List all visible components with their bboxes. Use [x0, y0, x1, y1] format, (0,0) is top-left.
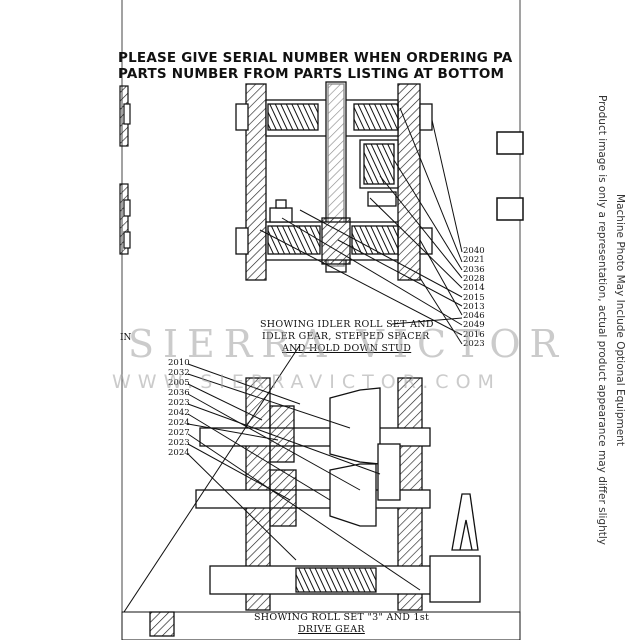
lower-part-number: 2024: [168, 448, 190, 458]
instruction-heading-line1: PLEASE GIVE SERIAL NUMBER WHEN ORDERING …: [118, 50, 513, 66]
upper-caption-line1: SHOWING IDLER ROLL SET AND: [260, 319, 434, 330]
lower-part-number: 2023: [168, 438, 190, 448]
left-fragment-label: IN: [120, 333, 132, 343]
lower-caption-line2: DRIVE GEAR: [298, 624, 365, 635]
left-fragment: [119, 85, 131, 255]
lower-part-number: 2027: [168, 428, 190, 438]
upper-caption-line2: IDLER GEAR, STEPPED SPACER: [262, 331, 430, 342]
lower-part-number: 2024: [168, 418, 190, 428]
upper-part-number: 2023: [463, 339, 485, 349]
lower-leader-lines: [123, 344, 421, 613]
upper-part-number: 2040: [463, 246, 485, 256]
instruction-heading-line2: PARTS NUMBER FROM PARTS LISTING AT BOTTO…: [118, 66, 505, 82]
upper-assembly: [235, 81, 433, 281]
lower-part-number: 2032: [168, 368, 190, 378]
lower-assembly: [121, 377, 521, 640]
lower-part-number: 2023: [168, 398, 190, 408]
upper-part-number: 2036: [463, 264, 485, 275]
upper-part-number: 2021: [463, 255, 485, 266]
upper-part-number: 2016: [463, 329, 485, 340]
upper-part-number: 2014: [463, 283, 485, 294]
upper-part-number: 2049: [463, 320, 485, 331]
upper-part-number: 2015: [463, 292, 485, 303]
upper-leader-lines: [259, 107, 463, 345]
lower-part-number: 2010: [168, 358, 190, 368]
lower-part-number: 2042: [168, 408, 190, 418]
lower-part-number: 2005: [168, 378, 190, 388]
upper-part-number: 2013: [463, 301, 485, 312]
lower-caption-line1: SHOWING ROLL SET "3" AND 1st: [254, 612, 430, 623]
lower-part-number: 2036: [168, 388, 190, 398]
upper-part-number: 2028: [463, 273, 485, 284]
upper-caption-line3: AND HOLD DOWN STUD: [282, 343, 412, 354]
right-fragment: [496, 131, 524, 221]
upper-part-number: 2046: [463, 311, 485, 322]
